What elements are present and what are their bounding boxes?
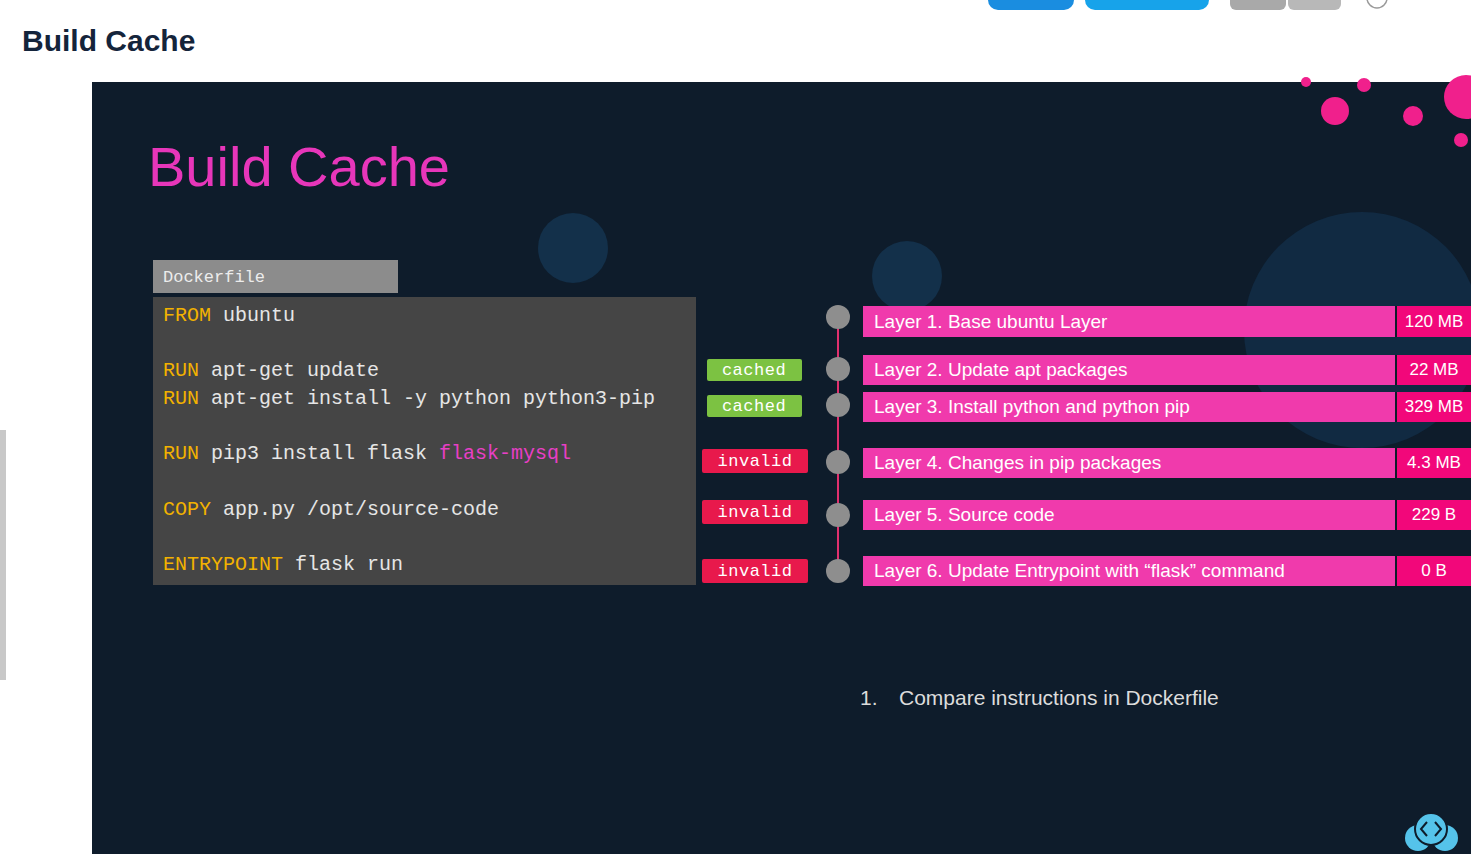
- layer-bar: Layer 1. Base ubuntu Layer120 MB: [863, 306, 1471, 337]
- deco-circle: [1444, 75, 1471, 119]
- layer-size: 22 MB: [1395, 355, 1471, 385]
- layer-size: 4.3 MB: [1395, 448, 1471, 478]
- deco-circle: [872, 241, 942, 311]
- deco-circle: [1403, 106, 1423, 126]
- deco-circle: [538, 213, 608, 283]
- toolbar-button: [1230, 0, 1286, 10]
- code-keyword: RUN: [163, 359, 199, 383]
- badge-text: invalid: [718, 503, 793, 522]
- timeline-dot: [826, 357, 850, 381]
- code-text: flask run: [295, 553, 403, 577]
- layer-label: Layer 3. Install python and python pip: [863, 392, 1395, 422]
- layer-size: 329 MB: [1395, 392, 1471, 422]
- badge-text: cached: [722, 361, 786, 380]
- layer-bar: Layer 6. Update Entrypoint with “flask” …: [863, 556, 1471, 586]
- layer-label: Layer 2. Update apt packages: [863, 355, 1395, 385]
- status-badge: cached: [707, 395, 802, 417]
- deco-circle: [1357, 78, 1371, 92]
- layer-bar: Layer 2. Update apt packages22 MB: [863, 355, 1471, 385]
- timeline-dot: [826, 305, 850, 329]
- timeline-dot: [826, 393, 850, 417]
- list-item: Compare instructions in Dockerfile: [899, 686, 1219, 710]
- code-line: RUN apt-get install -y python python3-pip: [163, 387, 655, 411]
- toolbar-button: [988, 0, 1074, 10]
- layer-bar: Layer 4. Changes in pip packages4.3 MB: [863, 448, 1471, 478]
- layer-size: 120 MB: [1395, 306, 1471, 337]
- code-line: RUN pip3 install flask flask-mysql: [163, 442, 571, 466]
- code-keyword: COPY: [163, 498, 211, 522]
- timeline-dot: [826, 559, 850, 583]
- status-badge: invalid: [702, 500, 808, 524]
- code-keyword: FROM: [163, 304, 211, 328]
- timeline-dot: [826, 450, 850, 474]
- badge-text: cached: [722, 397, 786, 416]
- layer-size: 0 B: [1395, 556, 1471, 586]
- scroll-bar: [0, 430, 6, 680]
- layer-label: Layer 1. Base ubuntu Layer: [863, 306, 1395, 337]
- slide-title: Build Cache: [148, 134, 450, 199]
- layer-label: Layer 4. Changes in pip packages: [863, 448, 1395, 478]
- code-line: COPY app.py /opt/source-code: [163, 498, 499, 522]
- code-keyword: RUN: [163, 387, 199, 411]
- deco-circle: [1454, 133, 1468, 147]
- slide-background: [92, 82, 1471, 854]
- toolbar-icon: [1367, 0, 1387, 8]
- code-text: apt-get update: [211, 359, 379, 383]
- code-text: flask-mysql: [439, 442, 571, 466]
- code-text: ubuntu: [223, 304, 295, 328]
- deco-circle: [1301, 77, 1311, 87]
- code-text: app.py /opt/source-code: [223, 498, 499, 522]
- timeline-line: [837, 317, 839, 571]
- logo-icon: [1405, 813, 1458, 851]
- toolbar-button: [1085, 0, 1209, 10]
- timeline-dot: [826, 503, 850, 527]
- code-line: RUN apt-get update: [163, 359, 379, 383]
- status-badge: invalid: [702, 559, 808, 583]
- dockerfile-panel: DockerfileFROMubuntuRUNapt-get updateRUN…: [153, 297, 696, 585]
- panel-heading: Dockerfile: [163, 268, 265, 287]
- layer-bar: Layer 3. Install python and python pip32…: [863, 392, 1471, 422]
- code-line: ENTRYPOINT flask run: [163, 553, 403, 577]
- badge-text: invalid: [718, 452, 793, 471]
- deco-circle: [1321, 97, 1349, 125]
- badge-text: invalid: [718, 562, 793, 581]
- status-badge: cached: [707, 359, 802, 381]
- code-keyword: ENTRYPOINT: [163, 553, 283, 577]
- layer-label: Layer 5. Source code: [863, 500, 1395, 530]
- layer-size: 229 B: [1395, 500, 1471, 530]
- dockerfile-tab: Dockerfile: [153, 260, 398, 293]
- page-heading: Build Cache: [22, 24, 195, 58]
- code-keyword: RUN: [163, 442, 199, 466]
- code-line: FROM ubuntu: [163, 304, 295, 328]
- status-badge: invalid: [702, 449, 808, 473]
- layer-bar: Layer 5. Source code229 B: [863, 500, 1471, 530]
- code-text: pip3 install flask: [211, 442, 427, 466]
- list-number: 1.: [860, 686, 878, 710]
- layer-label: Layer 6. Update Entrypoint with “flask” …: [863, 556, 1395, 586]
- code-text: apt-get install -y python python3-pip: [211, 387, 655, 411]
- toolbar-button: [1288, 0, 1341, 10]
